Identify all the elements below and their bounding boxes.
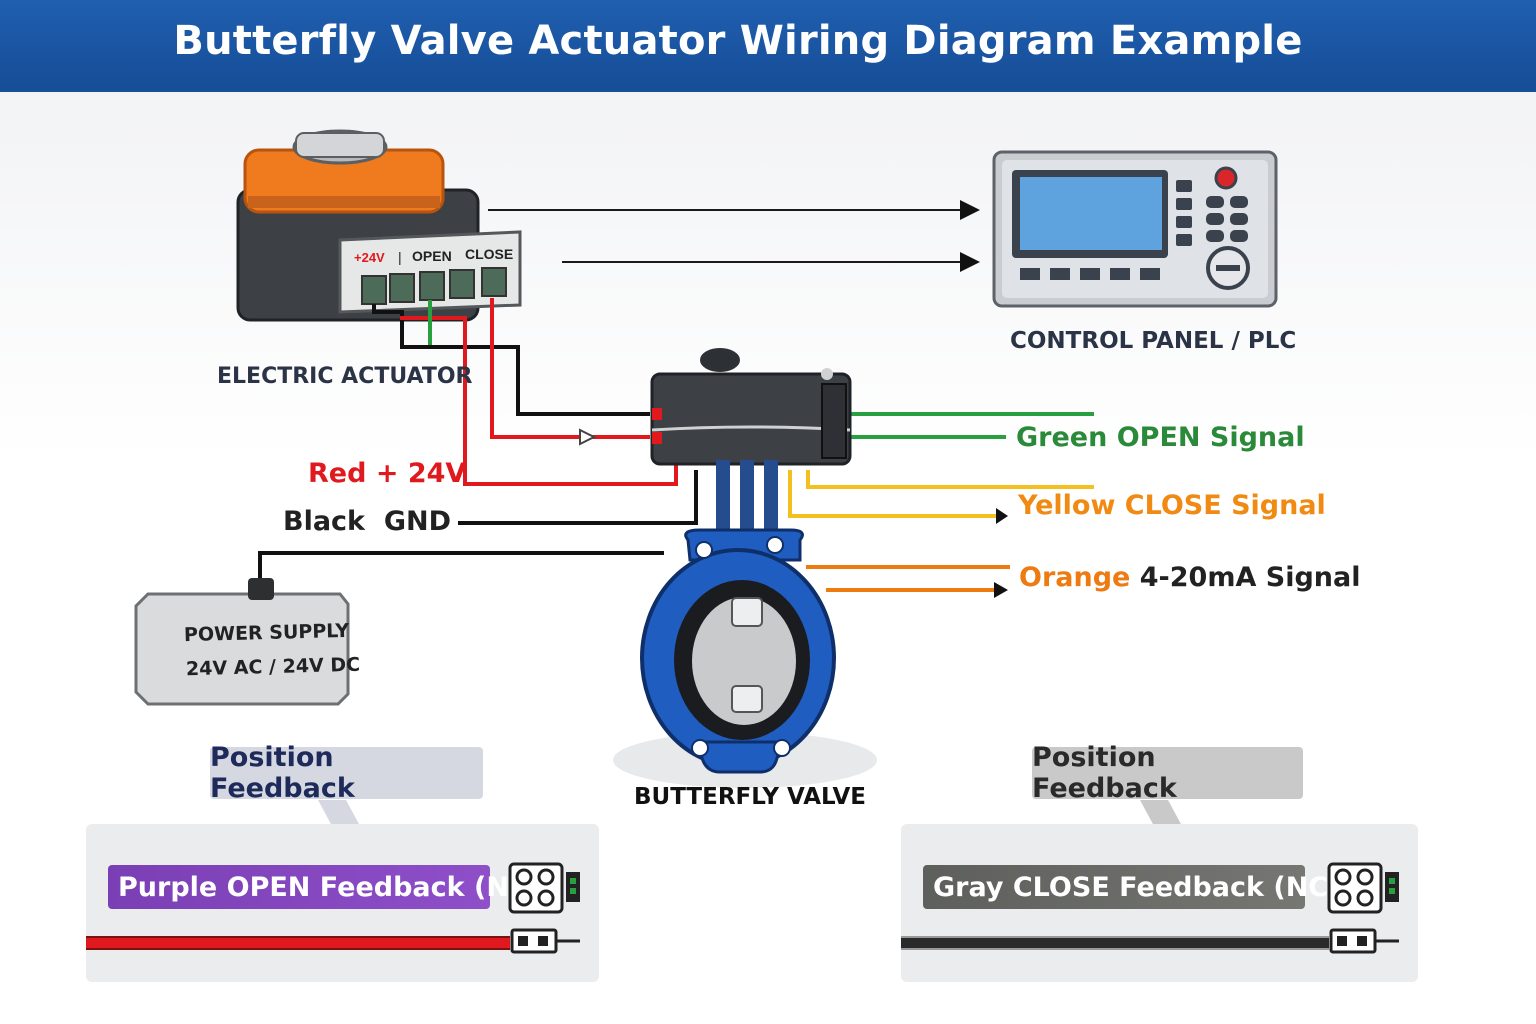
black-gnd-wire <box>458 470 698 525</box>
black-wire-actuator <box>372 304 650 416</box>
title-bar: Butterfly Valve Actuator Wiring Diagram … <box>0 0 1536 92</box>
red-wire-actuator-upper <box>490 298 650 439</box>
valve-caption: BUTTERFLY VALVE <box>634 784 867 810</box>
right-position-feedback-tag: Position Feedback <box>1032 742 1303 804</box>
orange-signal-arrow <box>994 582 1008 598</box>
butterfly-valve-body <box>640 528 836 774</box>
red-wire-label: Red + 24V <box>308 458 467 489</box>
page-title: Butterfly Valve Actuator Wiring Diagram … <box>173 18 1303 64</box>
black-wire-label: Black GND <box>283 506 451 537</box>
left-feedback-connector <box>508 862 580 954</box>
yellow-signal-wire-lower <box>788 470 996 518</box>
right-feedback-panel: Gray CLOSE Feedback (NC) <box>901 824 1418 982</box>
left-feedback-pointer <box>318 800 360 826</box>
yellow-signal-arrow <box>996 508 1008 524</box>
yellow-signal-label: Yellow CLOSE Signal <box>1018 490 1326 521</box>
orange-signal-color: Orange <box>1019 562 1131 593</box>
terminal-label-divider: | <box>398 249 402 265</box>
right-feedback-pointer <box>1140 800 1182 826</box>
terminal-label-open: OPEN <box>412 248 452 264</box>
actuator-caption: ELECTRIC ACTUATOR <box>217 364 473 389</box>
orange-signal-rest: 4-20mA Signal <box>1139 562 1361 593</box>
left-feedback-panel: Purple OPEN Feedback (NO) <box>86 824 599 982</box>
power-supply-voltage: 24V AC / 24V DC <box>185 653 361 681</box>
red-wire-arrow <box>579 428 597 446</box>
valve-actuator-head <box>613 348 877 788</box>
purple-open-feedback-band: Purple OPEN Feedback (NO) <box>108 865 544 909</box>
terminal-label-24v: +24V <box>354 250 385 265</box>
yellow-signal-wire-upper <box>806 470 1094 489</box>
control-panel-caption: CONTROL PANEL / PLC <box>1010 328 1297 354</box>
gray-close-feedback-band: Gray CLOSE Feedback (NC) <box>923 865 1340 909</box>
power-supply-box <box>134 578 350 706</box>
left-position-feedback-tag: Position Feedback <box>210 742 483 804</box>
terminal-label-close: CLOSE <box>465 246 513 262</box>
orange-signal-label: Orange 4-20mA Signal <box>1019 562 1361 593</box>
power-supply-wire <box>258 551 664 580</box>
control-panel <box>992 150 1278 308</box>
left-feedback-wire <box>86 936 510 950</box>
power-supply-title: POWER SUPPLY <box>183 619 350 647</box>
electric-actuator: +24V | OPEN CLOSE <box>236 129 522 322</box>
right-feedback-wire <box>901 936 1329 950</box>
red-wire-24v <box>400 316 678 486</box>
right-feedback-connector <box>1327 862 1399 954</box>
black-wire-signal: GND <box>383 506 451 537</box>
green-signal-label: Green OPEN Signal <box>1016 422 1305 453</box>
black-wire-color: Black <box>283 506 366 537</box>
